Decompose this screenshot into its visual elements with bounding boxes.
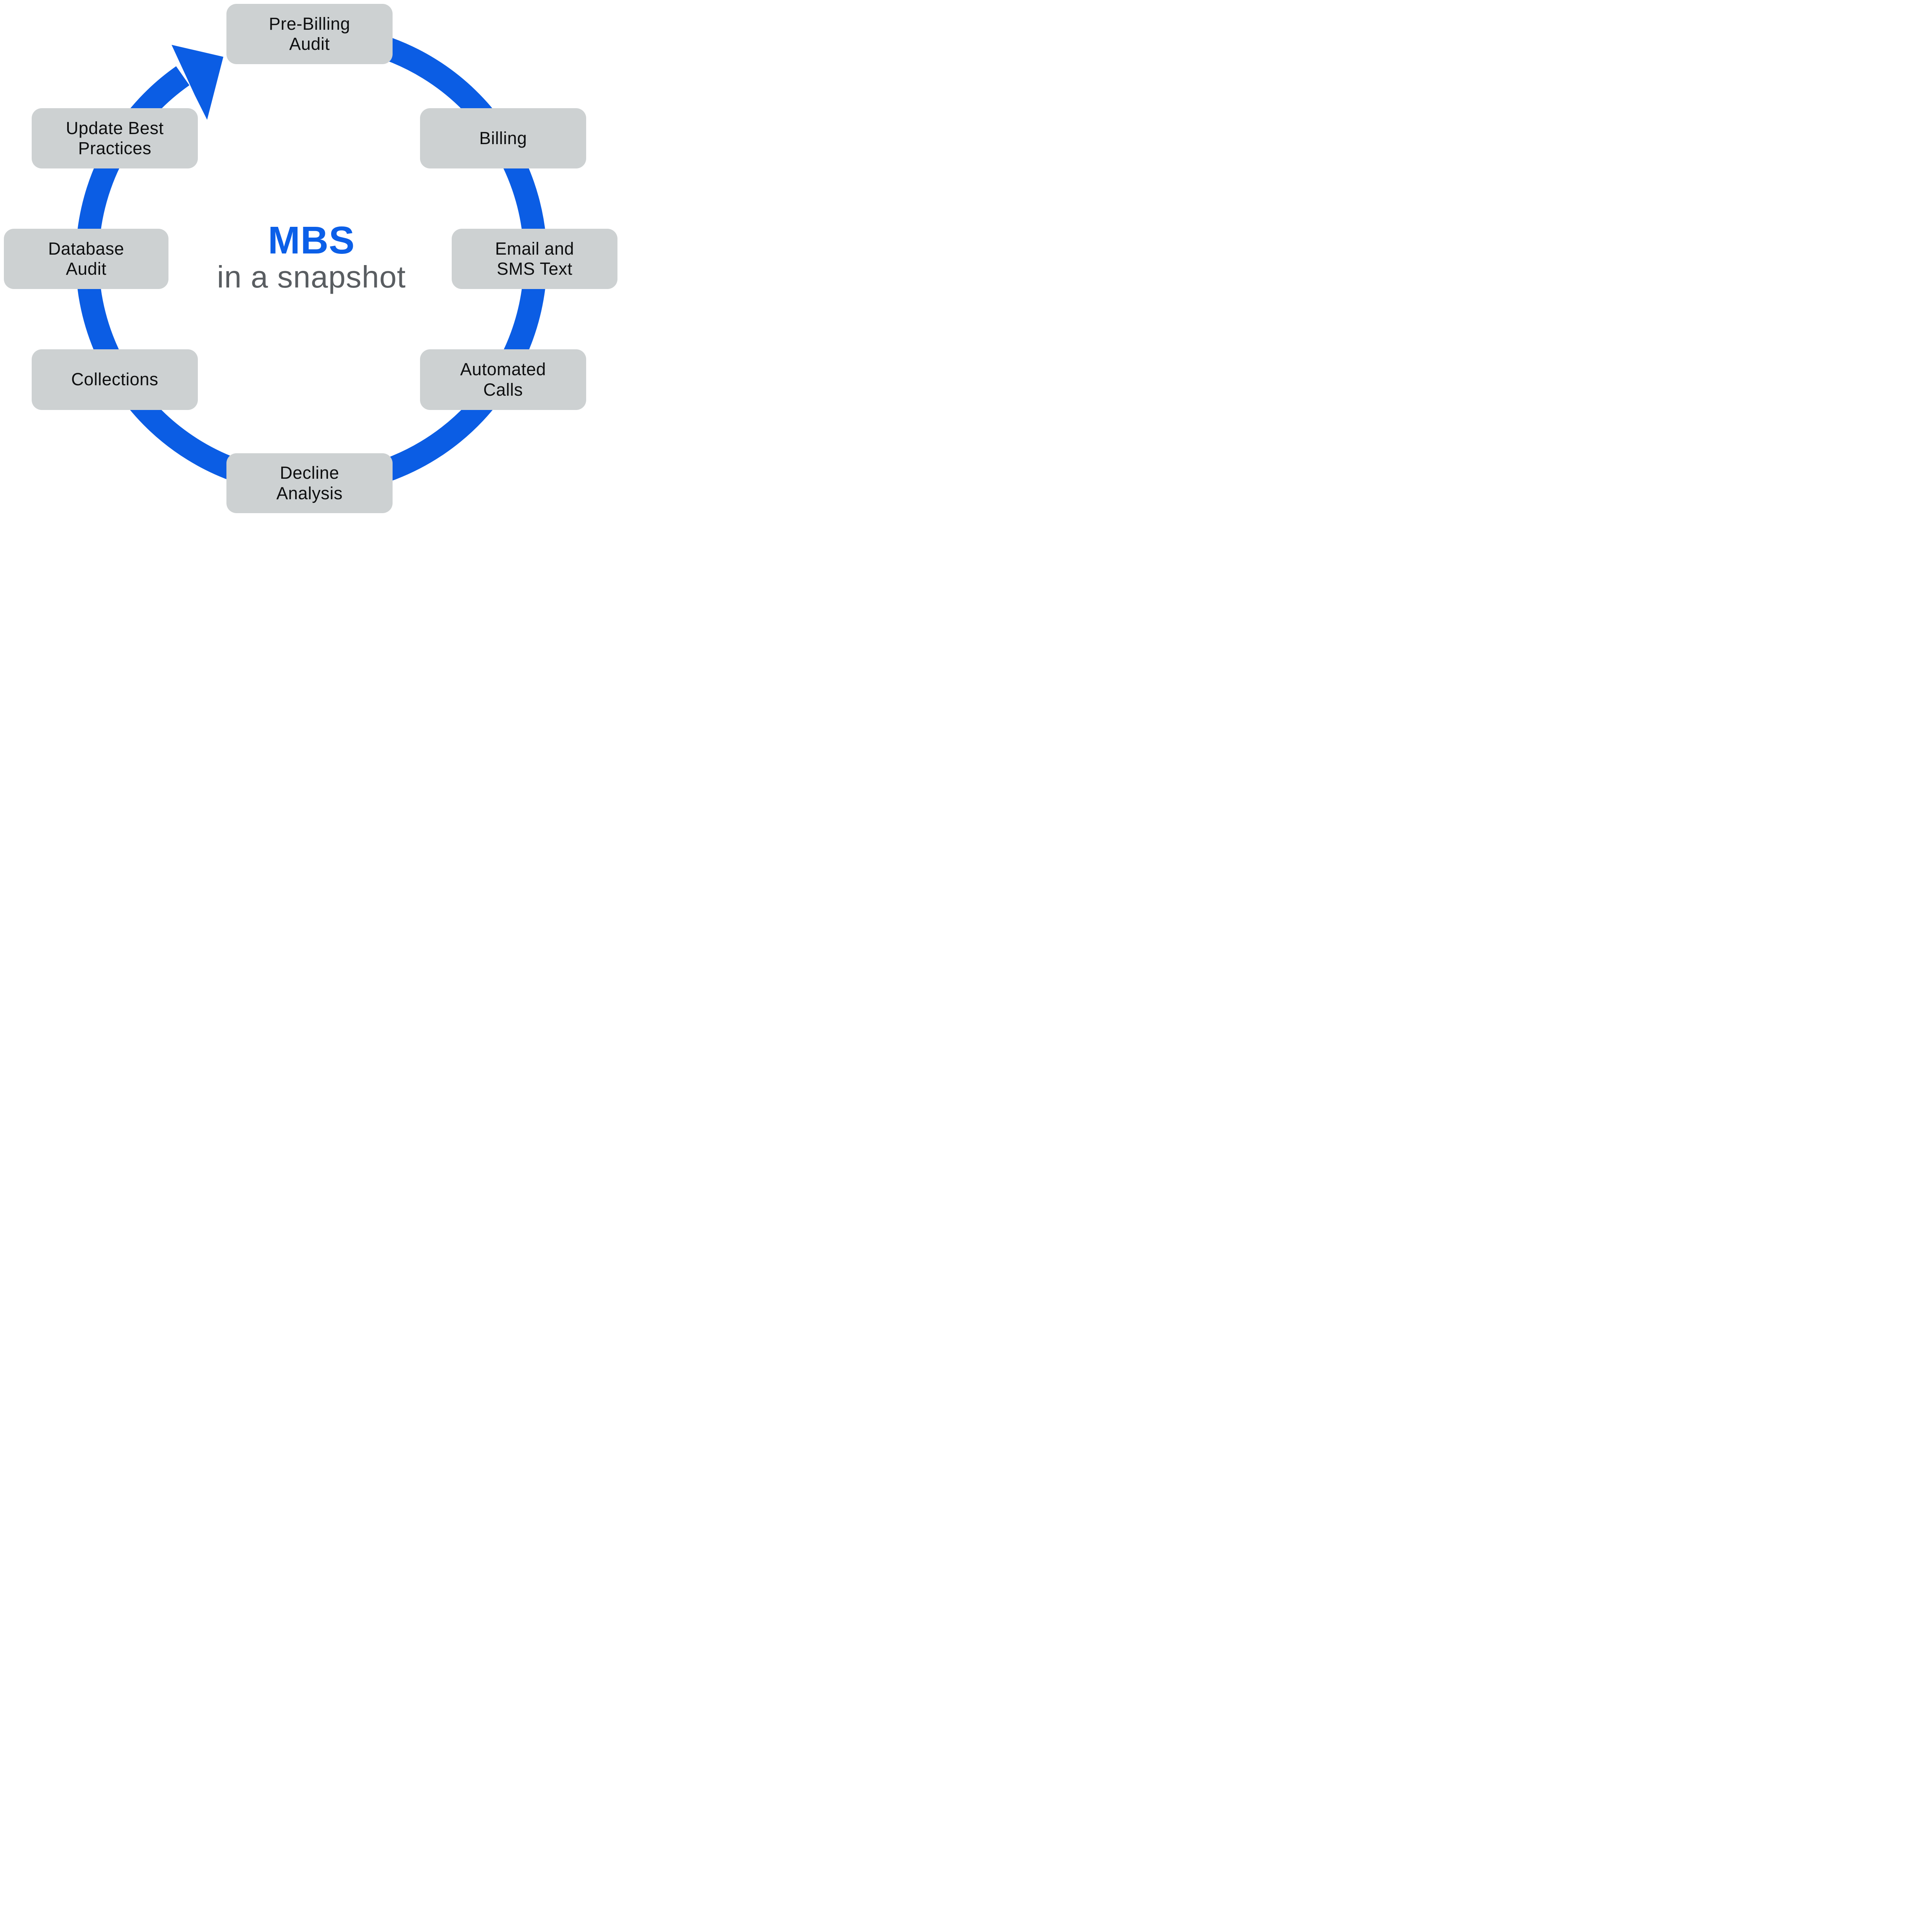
step-label-billing: Billing (479, 128, 527, 148)
step-box-collections: Collections (32, 349, 198, 410)
center-title: MBS (268, 219, 355, 262)
center-title-block: MBS in a snapshot (0, 221, 618, 294)
step-box-database-audit: Database Audit (4, 229, 168, 289)
step-label-update-best-practices: Update Best Practices (66, 118, 164, 158)
step-label-email-and-sms-text: Email and SMS Text (495, 238, 574, 279)
step-label-collections: Collections (71, 369, 158, 389)
step-label-pre-billing-audit: Pre-Billing Audit (269, 14, 350, 54)
step-box-email-and-sms-text: Email and SMS Text (452, 229, 617, 289)
step-box-billing: Billing (420, 108, 586, 168)
step-box-update-best-practices: Update Best Practices (32, 108, 198, 168)
step-box-pre-billing-audit: Pre-Billing Audit (226, 4, 393, 64)
mbs-cycle-diagram: Pre-Billing Audit Billing Email and SMS … (0, 0, 618, 520)
center-subtitle: in a snapshot (217, 260, 406, 294)
step-box-automated-calls: Automated Calls (420, 349, 586, 410)
step-box-decline-analysis: Decline Analysis (226, 453, 393, 513)
step-label-database-audit: Database Audit (48, 238, 124, 279)
arrowhead-icon (172, 45, 223, 120)
step-label-automated-calls: Automated Calls (460, 359, 546, 400)
step-label-decline-analysis: Decline Analysis (276, 463, 343, 503)
